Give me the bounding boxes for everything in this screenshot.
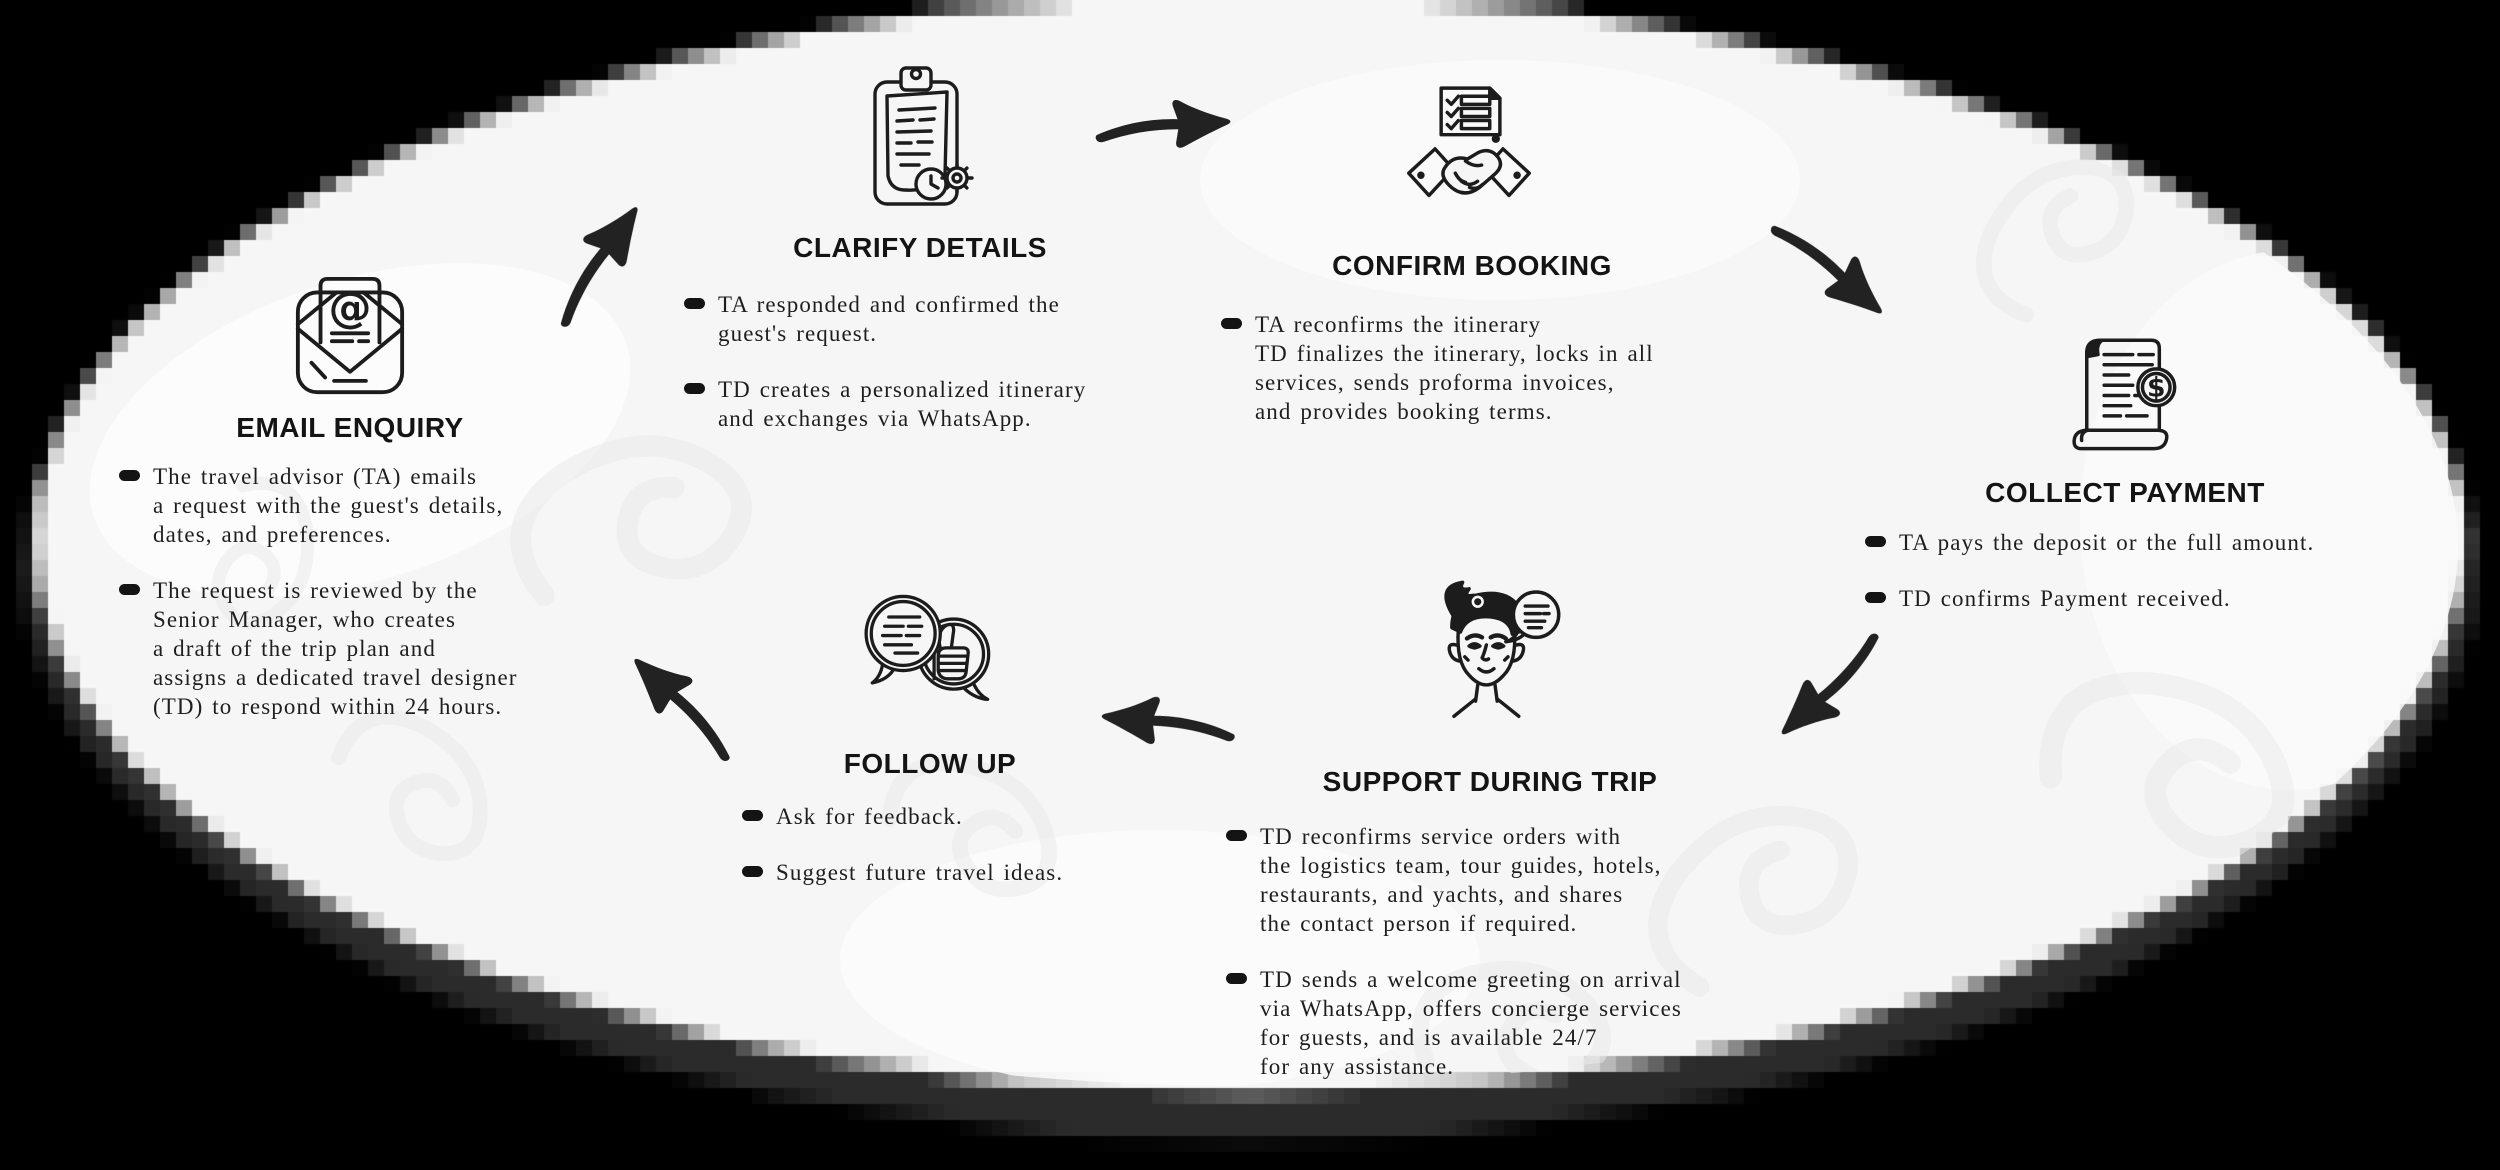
bullet-item: Ask for feedback. bbox=[742, 802, 1202, 831]
bullet-item: The request is reviewed by the Senior Ma… bbox=[119, 576, 639, 721]
flow-arrow-followup-to-email bbox=[610, 628, 762, 778]
bullet-marker-icon bbox=[742, 810, 763, 821]
email-at-envelope-icon: @ bbox=[282, 262, 418, 400]
bullet-marker-icon bbox=[1221, 318, 1242, 329]
step-title-email-enquiry: EMAIL ENQUIRY bbox=[236, 412, 464, 443]
bullet-item: TA responded and confirmed the guest's r… bbox=[684, 290, 1244, 348]
bullet-marker-icon bbox=[684, 298, 705, 309]
dollar-symbol: $ bbox=[2147, 372, 2165, 403]
flow-arrow-payment-to-support bbox=[1757, 616, 1910, 765]
bullet-text: The request is reviewed by the Senior Ma… bbox=[153, 578, 518, 719]
flow-arrow-clarify-to-confirm bbox=[1088, 85, 1240, 159]
bullet-item: The travel advisor (TA) emails a request… bbox=[119, 462, 639, 549]
bullet-text: TD reconfirms service orders with the lo… bbox=[1260, 824, 1662, 936]
bullet-marker-icon bbox=[1226, 973, 1247, 984]
feedback-thumbs-up-icon bbox=[853, 582, 1009, 720]
bullet-text: TD confirms Payment received. bbox=[1899, 586, 2231, 611]
bullet-text: TA reconfirms the itinerary TD finalizes… bbox=[1255, 312, 1654, 424]
step-title-clarify-details: CLARIFY DETAILS bbox=[793, 232, 1047, 263]
invoice-dollar-icon: $ bbox=[2056, 328, 2186, 466]
bullet-marker-icon bbox=[684, 383, 705, 394]
bullet-text: TD sends a welcome greeting on arrival v… bbox=[1260, 967, 1682, 1079]
bullet-item: TD confirms Payment received. bbox=[1865, 584, 2465, 613]
bullet-item: Suggest future travel ideas. bbox=[742, 858, 1202, 887]
bullet-marker-icon bbox=[1865, 536, 1886, 547]
bullet-marker-icon bbox=[119, 470, 140, 481]
bullet-item: TD creates a personalized itinerary and … bbox=[684, 375, 1244, 433]
at-symbol: @ bbox=[328, 283, 371, 333]
handshake-checklist-icon bbox=[1400, 78, 1538, 238]
bullet-text: TD creates a personalized itinerary and … bbox=[718, 377, 1087, 431]
flow-arrow-email-to-clarify bbox=[523, 180, 664, 342]
clipboard-clock-gear-icon bbox=[857, 58, 979, 218]
bullet-marker-icon bbox=[1865, 592, 1886, 603]
bullet-text: Suggest future travel ideas. bbox=[776, 860, 1064, 885]
travel-designer-speech-bubble-icon bbox=[1414, 578, 1562, 740]
bullet-marker-icon bbox=[119, 584, 140, 595]
bullet-text: Ask for feedback. bbox=[776, 804, 963, 829]
step-title-support-during-trip: SUPPORT DURING TRIP bbox=[1322, 766, 1658, 797]
step-title-collect-payment: COLLECT PAYMENT bbox=[1985, 477, 2265, 508]
bullet-item: TD reconfirms service orders with the lo… bbox=[1226, 822, 1826, 938]
bullet-text: TA responded and confirmed the guest's r… bbox=[718, 292, 1060, 346]
step-title-confirm-booking: CONFIRM BOOKING bbox=[1332, 250, 1612, 281]
bullet-item: TA reconfirms the itinerary TD finalizes… bbox=[1221, 310, 1821, 426]
flow-arrow-confirm-to-payment bbox=[1755, 191, 1912, 339]
bullet-item: TD sends a welcome greeting on arrival v… bbox=[1226, 965, 1826, 1081]
flow-arrow-support-to-followup bbox=[1092, 680, 1243, 759]
bullet-text: TA pays the deposit or the full amount. bbox=[1899, 530, 2315, 555]
step-title-follow-up: FOLLOW UP bbox=[843, 748, 1017, 779]
bullet-item: TA pays the deposit or the full amount. bbox=[1865, 528, 2465, 557]
bullet-marker-icon bbox=[1226, 830, 1247, 841]
bullet-marker-icon bbox=[742, 866, 763, 877]
bullet-text: The travel advisor (TA) emails a request… bbox=[153, 464, 504, 547]
